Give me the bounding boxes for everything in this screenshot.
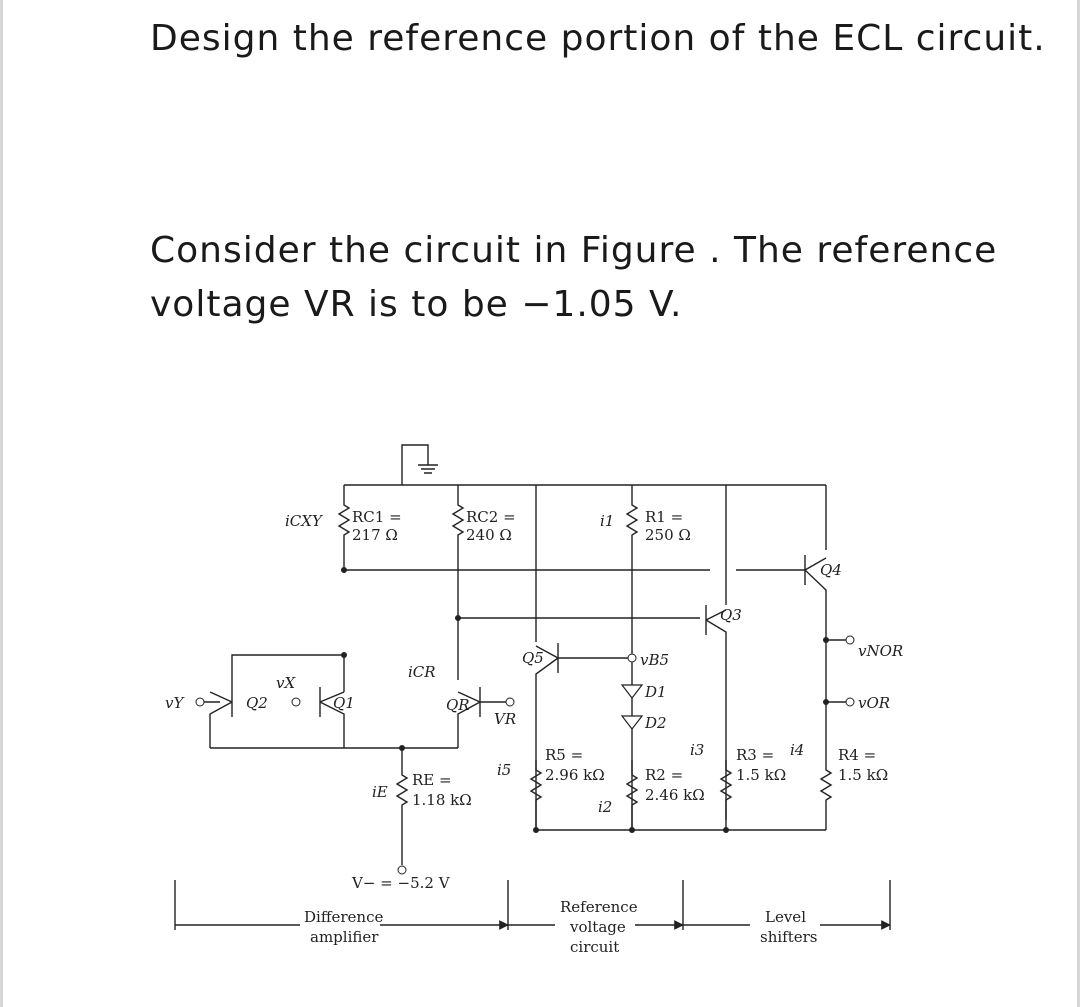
label-d2: D2 — [644, 714, 667, 732]
r4-name: R4 = — [838, 746, 876, 764]
section-ref-line3: circuit — [570, 938, 619, 956]
section-level-line2: shifters — [760, 928, 817, 946]
label-q1: Q1 — [333, 694, 355, 712]
section-level-line1: Level — [765, 908, 806, 926]
ecl-circuit-diagram: RC1 = 217 Ω RC2 = 240 Ω R1 = 250 Ω R5 = … — [165, 444, 903, 956]
circuit-wires — [174, 444, 890, 930]
label-vb5: vB5 — [640, 651, 669, 669]
label-vx: vX — [276, 674, 296, 692]
re-name: RE = — [412, 771, 452, 789]
r1-name: R1 = — [645, 508, 683, 526]
label-i5: i5 — [497, 761, 511, 779]
section-ref-line2: voltage — [569, 918, 626, 936]
label-d1: D1 — [644, 683, 667, 701]
label-q5: Q5 — [522, 649, 544, 667]
label-q2: Q2 — [246, 694, 268, 712]
label-i2: i2 — [598, 798, 612, 816]
r5-name: R5 = — [545, 746, 583, 764]
label-vy: vY — [165, 694, 185, 712]
label-i-e: iE — [372, 783, 388, 801]
section-ref-line1: Reference — [560, 898, 638, 916]
re-value: 1.18 kΩ — [412, 791, 472, 809]
label-i4: i4 — [790, 741, 804, 759]
rc2-value: 240 Ω — [466, 526, 512, 544]
label-q4: Q4 — [820, 561, 842, 579]
rc1-name: RC1 = — [352, 508, 402, 526]
r5-value: 2.96 kΩ — [545, 766, 605, 784]
label-vnor: vNOR — [858, 642, 903, 660]
label-vor: vOR — [858, 694, 890, 712]
r2-value: 2.46 kΩ — [645, 786, 705, 804]
label-q3: Q3 — [720, 606, 742, 624]
label-vr: VR — [494, 710, 516, 728]
r2-name: R2 = — [645, 766, 683, 784]
r1-value: 250 Ω — [645, 526, 691, 544]
question-line-1: Design the reference portion of the ECL … — [150, 18, 1046, 59]
section-diff-amp-line2: amplifier — [310, 928, 379, 946]
question-line-2: Consider the circuit in Figure . The ref… — [150, 230, 998, 325]
r3-name: R3 = — [736, 746, 774, 764]
rc2-name: RC2 = — [466, 508, 516, 526]
section-diff-amp-line1: Difference — [304, 908, 383, 926]
label-i-cxy: iCXY — [285, 512, 324, 530]
label-i-cr: iCR — [408, 663, 436, 681]
label-v-minus: V− = −5.2 V — [351, 874, 451, 892]
rc1-value: 217 Ω — [352, 526, 398, 544]
r4-value: 1.5 kΩ — [838, 766, 888, 784]
label-i1: i1 — [600, 512, 614, 530]
label-qr: QR — [446, 696, 470, 714]
r3-value: 1.5 kΩ — [736, 766, 786, 784]
label-i3: i3 — [690, 741, 704, 759]
